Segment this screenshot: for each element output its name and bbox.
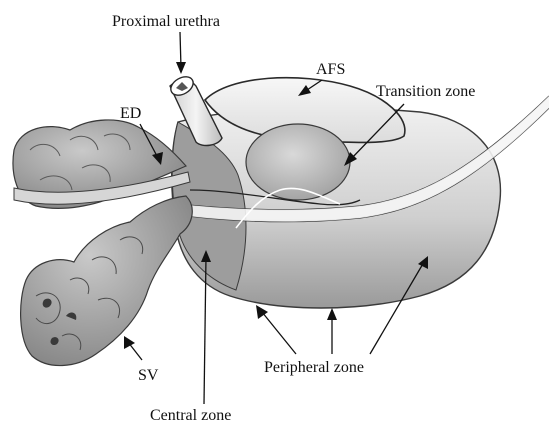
seminal-vesicle [21,196,193,366]
label-central-zone: Central zone [150,407,231,424]
label-peripheral-zone: Peripheral zone [264,359,364,376]
arrow-head-proximal-urethra [176,62,186,74]
label-ed: ED [120,105,141,122]
label-proximal-urethra: Proximal urethra [112,13,220,30]
arrow-head-peripheral-zone-mid [327,308,337,320]
label-afs: AFS [316,61,345,78]
arrow-head-sv [124,336,135,349]
arrow-peripheral-zone-left [262,312,296,354]
label-transition-zone: Transition zone [376,83,475,100]
label-sv: SV [138,367,159,384]
